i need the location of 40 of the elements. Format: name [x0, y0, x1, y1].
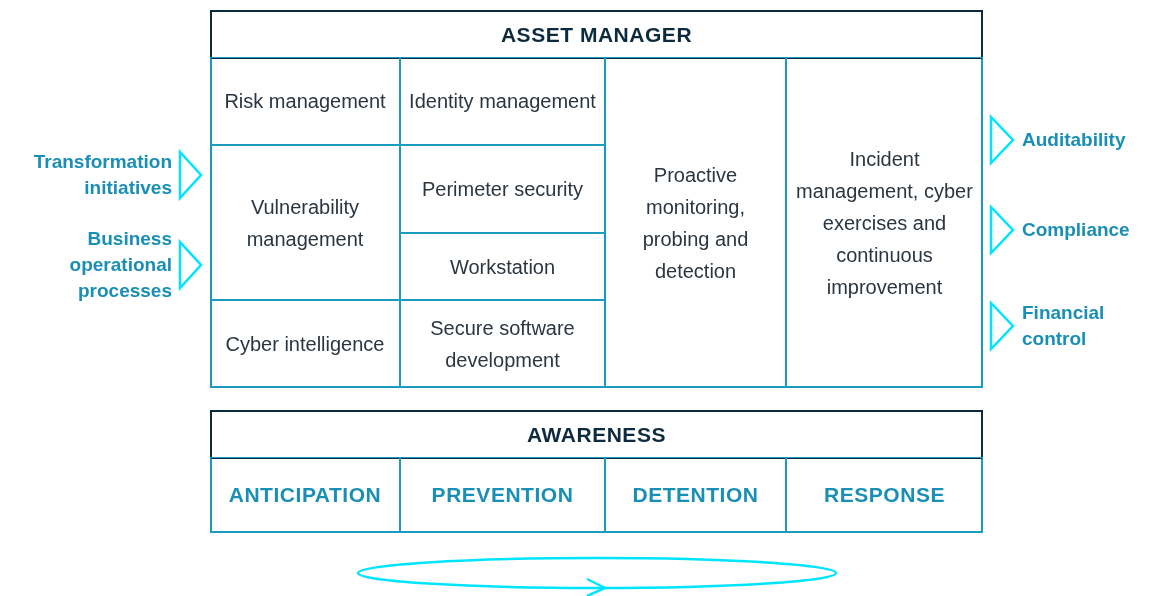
- label-text: Transformation initiatives: [32, 150, 172, 200]
- capability-cell: [400, 233, 605, 300]
- label-text: Proactive monitoring, probing and detection: [641, 162, 750, 284]
- label-text: Business operational processes: [68, 227, 172, 303]
- chevron-arrow: [178, 148, 203, 202]
- section-panel: [210, 10, 983, 388]
- label-text: Cyber intelligence: [225, 332, 385, 357]
- label-text: Perimeter security: [421, 177, 584, 202]
- phase-cell: [786, 457, 983, 533]
- chevron-arrow: [989, 299, 1015, 353]
- label-text: DETENTION: [632, 482, 759, 509]
- label-text: Compliance: [1022, 218, 1130, 242]
- capability-cell: [400, 57, 605, 145]
- phase-cell: [605, 457, 786, 533]
- chevron-arrow: [989, 113, 1015, 167]
- section-panel: [210, 410, 983, 533]
- capability-cell: [210, 300, 400, 388]
- label-text: ANTICIPATION: [228, 482, 382, 509]
- label-text: PREVENTION: [431, 482, 574, 509]
- label-text: Secure software development: [429, 316, 576, 373]
- capability-cell: [400, 300, 605, 388]
- label-text: RESPONSE: [824, 482, 945, 509]
- capability-cell: [210, 57, 400, 145]
- label-text: Auditability: [1022, 128, 1126, 152]
- label-text: Incident management, cyber exercises and continuous improvement: [795, 146, 974, 300]
- label-text: Identity management: [409, 89, 596, 114]
- capability-cell: [210, 145, 400, 300]
- phase-cell: [400, 457, 605, 533]
- label-text: ASSET MANAGER: [500, 21, 693, 48]
- chevron-arrow: [178, 238, 203, 292]
- phase-cell: [210, 457, 400, 533]
- label-text: Risk management: [224, 89, 386, 114]
- label-text: Financial control: [1022, 301, 1106, 351]
- capability-cell: [400, 145, 605, 233]
- label-text: Vulnerability management: [245, 194, 365, 252]
- chevron-arrow: [989, 203, 1015, 257]
- capability-cell: [605, 57, 786, 388]
- label-text: AWARENESS: [527, 421, 666, 448]
- capability-cell: [786, 57, 983, 388]
- label-text: Workstation: [449, 254, 556, 280]
